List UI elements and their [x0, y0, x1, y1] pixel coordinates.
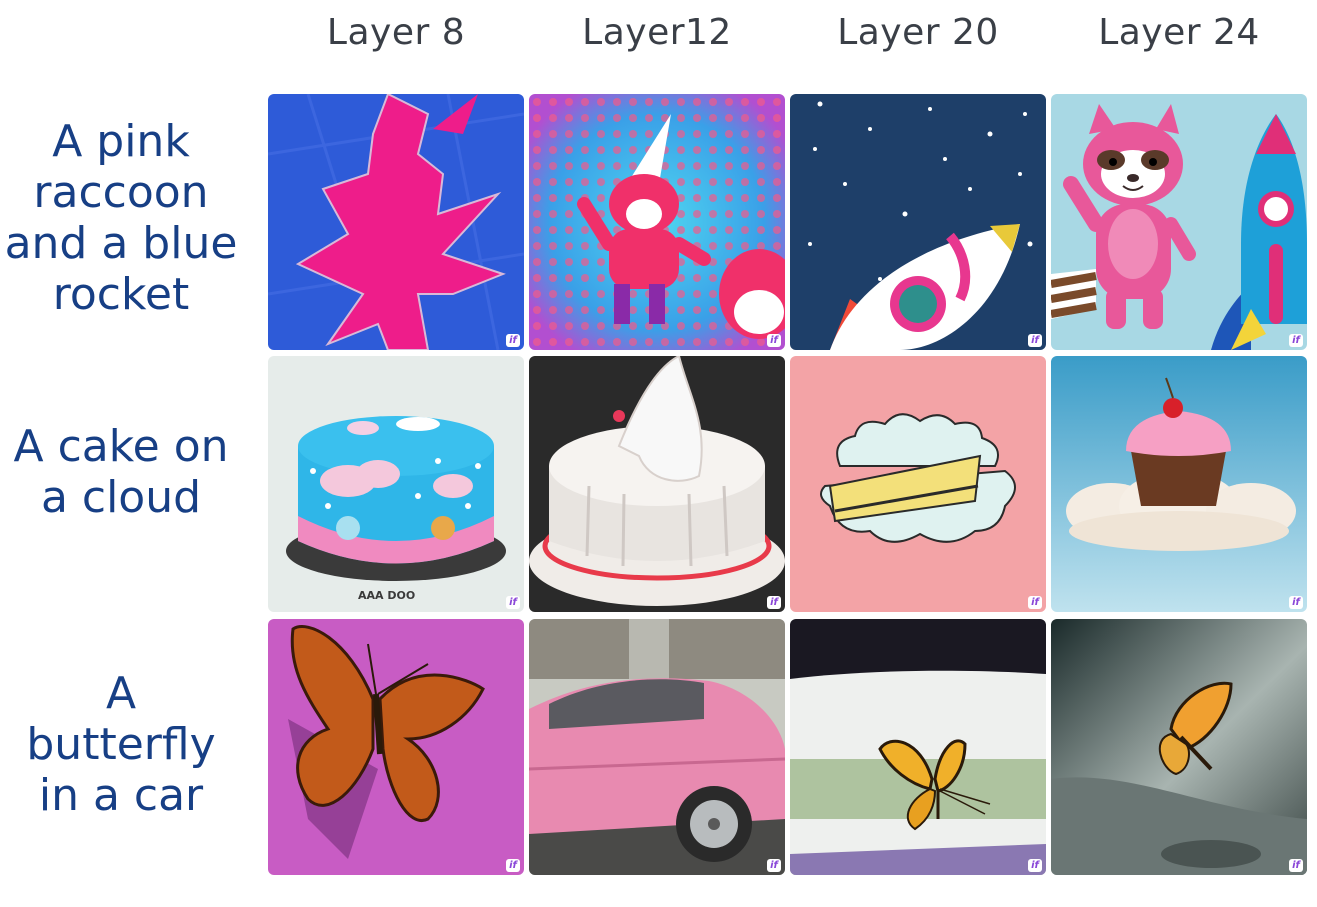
- watermark-icon: if: [1289, 859, 1303, 872]
- butterfly-layer-20-illustration: [790, 619, 1046, 875]
- row-label-raccoon: A pink raccoon and a blue rocket: [0, 116, 242, 320]
- watermark-icon: if: [767, 334, 781, 347]
- fox-layer-12-illustration: [529, 94, 785, 350]
- butterfly-layer-8-illustration: [268, 619, 524, 875]
- row-label-line: and a blue: [4, 218, 238, 269]
- row-label-line: A cake on: [13, 421, 229, 472]
- row-label-line: A: [105, 668, 137, 719]
- cake-layer-20-illustration: [790, 356, 1046, 612]
- column-header-layer-20: Layer 20: [837, 12, 999, 53]
- cake-layer-8-illustration: AAA DOO: [268, 356, 524, 612]
- watermark-icon: if: [1289, 596, 1303, 609]
- watermark-icon: if: [767, 596, 781, 609]
- watermark-icon: if: [506, 859, 520, 872]
- row-label-cake: A cake on a cloud: [0, 421, 242, 523]
- cake-layer-12-illustration: [529, 356, 785, 612]
- watermark-icon: if: [506, 334, 520, 347]
- image-raccoon-layer-20: if: [790, 94, 1046, 350]
- raccoon-layer-24-illustration: [1051, 94, 1307, 350]
- column-header-layer-24: Layer 24: [1098, 12, 1260, 53]
- watermark-icon: if: [1028, 859, 1042, 872]
- image-raccoon-layer-24: if: [1051, 94, 1307, 350]
- image-raccoon-layer-8: if: [268, 94, 524, 350]
- row-label-line: A pink: [52, 116, 190, 167]
- row-label-line: butterfly: [26, 719, 216, 770]
- image-butterfly-layer-20: if: [790, 619, 1046, 875]
- watermark-icon: if: [767, 859, 781, 872]
- watermark-icon: if: [1289, 334, 1303, 347]
- image-cake-layer-12: if: [529, 356, 785, 612]
- column-header-layer-8: Layer 8: [326, 12, 466, 53]
- watermark-icon: if: [506, 596, 520, 609]
- image-butterfly-layer-12: if: [529, 619, 785, 875]
- image-raccoon-layer-12: if: [529, 94, 785, 350]
- row-label-line: in a car: [38, 770, 204, 821]
- rocket-layer-20-illustration: [790, 94, 1046, 350]
- raccoon-layer-8-illustration: [268, 94, 524, 350]
- car-layer-12-illustration: [529, 619, 785, 875]
- image-cake-layer-20: if: [790, 356, 1046, 612]
- watermark-icon: if: [1028, 596, 1042, 609]
- column-header-layer-12: Layer12: [582, 12, 732, 53]
- row-label-butterfly: A butterfly in a car: [0, 668, 242, 821]
- cake-layer-24-illustration: [1051, 356, 1307, 612]
- row-label-line: raccoon: [33, 167, 209, 218]
- butterfly-layer-24-illustration: [1051, 619, 1307, 875]
- row-label-line: a cloud: [40, 472, 202, 523]
- image-cake-layer-24: if: [1051, 356, 1307, 612]
- row-label-line: rocket: [52, 269, 190, 320]
- watermark-icon: if: [1028, 334, 1042, 347]
- image-butterfly-layer-8: if: [268, 619, 524, 875]
- image-cake-layer-8: AAA DOO if: [268, 356, 524, 612]
- image-butterfly-layer-24: if: [1051, 619, 1307, 875]
- cake-caption: AAA DOO: [358, 589, 415, 602]
